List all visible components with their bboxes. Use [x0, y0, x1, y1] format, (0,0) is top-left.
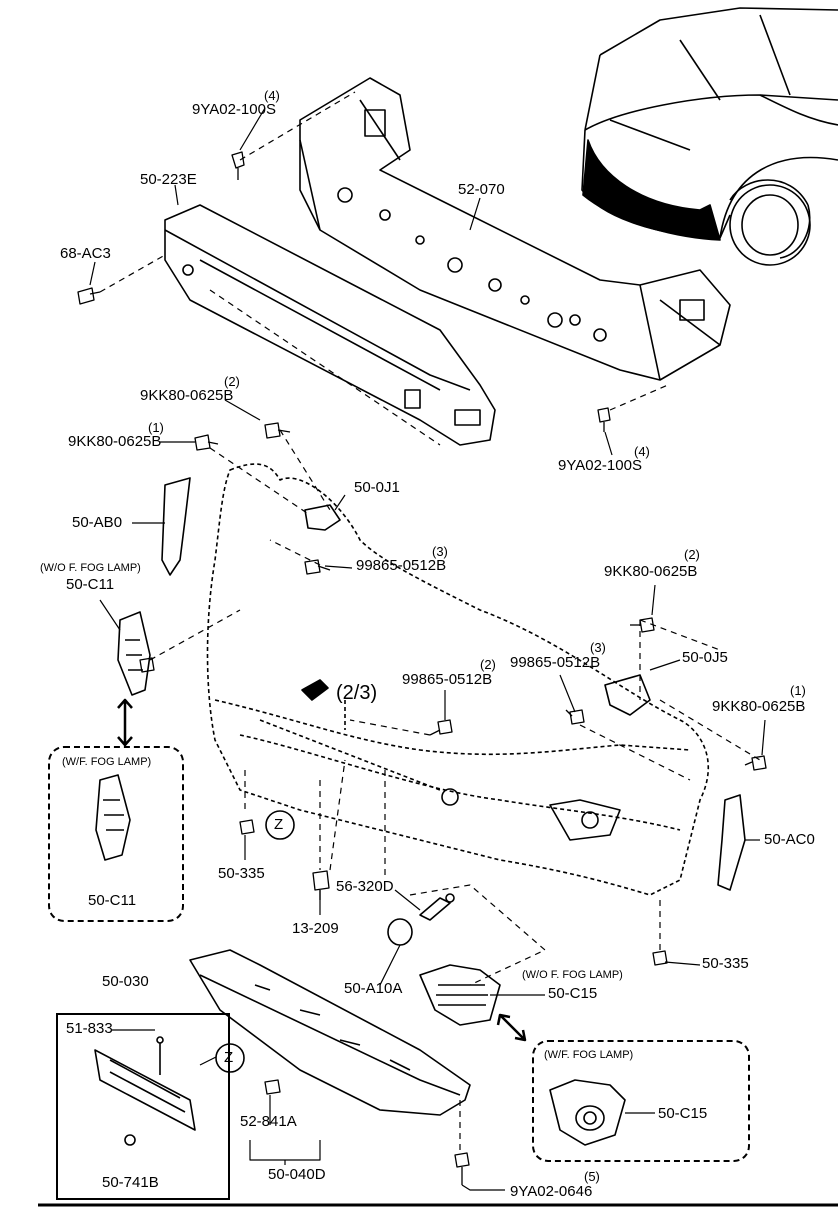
- fasteners: [77, 151, 767, 1185]
- vehicle-outline: [581, 7, 838, 266]
- energy-absorber: [164, 204, 496, 446]
- grille-50-C15-wo: [419, 964, 501, 1026]
- under-cover: [189, 949, 471, 1116]
- grille-50-C15-w: [549, 1079, 626, 1146]
- part-9KK80-0625B-c: 9KK80-0625B: [604, 563, 698, 580]
- part-52-841A: 52-841A: [240, 1113, 297, 1130]
- note-50-C11-wo: (W/O F. FOG LAMP): [40, 562, 141, 574]
- part-99865-0512B-b: 99865-0512B: [510, 654, 601, 671]
- qty-9KK80-0625B-b: (1): [148, 420, 164, 435]
- part-99865-0512B-a: 99865-0512B: [356, 557, 447, 574]
- license-bracket: [94, 1049, 196, 1131]
- bracket-50-0J5: [604, 674, 651, 716]
- part-50-335-a: 50-335: [218, 865, 265, 882]
- license-plate-group-box: [56, 1013, 230, 1200]
- garnish-50-C11: [117, 611, 151, 696]
- qty-9KK80-0625B-a: (2): [224, 374, 240, 389]
- part-9YA02-100S-top: 9YA02-100S: [192, 101, 276, 118]
- qty-9YA02-100S-bot: (4): [634, 444, 650, 459]
- bumper-fascia: [206, 463, 710, 896]
- part-50-741B: 50-741B: [102, 1174, 159, 1191]
- bracket-50-AB0: [161, 477, 191, 576]
- note-50-C15-w: (W/F. FOG LAMP): [544, 1049, 634, 1061]
- part-51-833: 51-833: [66, 1020, 113, 1037]
- part-68-AC3: 68-AC3: [60, 245, 111, 262]
- part-50-030: 50-030: [102, 973, 149, 990]
- wf-fog-lamp-box-50-C15: [532, 1040, 750, 1162]
- part-50-223E: 50-223E: [140, 171, 197, 188]
- z-circle-a: [265, 810, 295, 840]
- part-50-C11-wo: 50-C11: [66, 576, 115, 593]
- qty-9KK80-0625B-d: (1): [790, 683, 806, 698]
- qty-99865-0512B-c: (2): [480, 657, 496, 672]
- cap-50-A10A: [387, 918, 413, 946]
- part-50-0J1: 50-0J1: [354, 479, 400, 496]
- z-label-a: Z: [274, 816, 284, 833]
- part-56-320D: 56-320D: [336, 878, 394, 895]
- qty-9YA02-0646: (5): [584, 1169, 600, 1184]
- part-52-070: 52-070: [458, 181, 505, 198]
- ref-2-3: (2/3): [336, 682, 378, 704]
- part-50-C15-w: 50-C15: [658, 1105, 708, 1122]
- part-50-335-b: 50-335: [702, 955, 749, 972]
- note-50-C11-w: (W/F. FOG LAMP): [62, 756, 152, 768]
- part-9KK80-0625B-d: 9KK80-0625B: [712, 698, 806, 715]
- part-50-AC0: 50-AC0: [764, 831, 815, 848]
- qty-9YA02-100S-top: (4): [264, 88, 280, 103]
- z-label-b: Z: [224, 1049, 234, 1066]
- part-99865-0512B-c: 99865-0512B: [402, 671, 493, 688]
- part-9KK80-0625B-b: 9KK80-0625B: [68, 433, 162, 450]
- part-9YA02-0646: 9YA02-0646: [510, 1183, 593, 1200]
- part-9KK80-0625B-a: 9KK80-0625B: [140, 387, 234, 404]
- qty-9KK80-0625B-c: (2): [684, 547, 700, 562]
- part-50-A10A: 50-A10A: [344, 980, 403, 997]
- bumper-reinforcement: [299, 77, 731, 381]
- part-50-040D: 50-040D: [268, 1166, 326, 1183]
- part-13-209: 13-209: [292, 920, 339, 937]
- part-50-C15-wo: 50-C15: [548, 985, 598, 1002]
- qty-99865-0512B-a: (3): [432, 544, 448, 559]
- part-50-C11-w: 50-C11: [88, 892, 137, 909]
- bracket-50-0J1: [304, 504, 341, 531]
- z-circle-b: [215, 1043, 245, 1073]
- note-50-C15-wo: (W/O F. FOG LAMP): [522, 969, 623, 981]
- part-50-AB0: 50-AB0: [72, 514, 123, 531]
- part-50-0J5: 50-0J5: [682, 649, 728, 666]
- qty-99865-0512B-b: (3): [590, 640, 606, 655]
- part-9YA02-100S-bot: 9YA02-100S: [558, 457, 642, 474]
- vehicle-bumper-highlight: [582, 139, 721, 241]
- wf-fog-lamp-box-50-C11: [48, 746, 184, 922]
- bracket-50-AC0: [717, 794, 746, 891]
